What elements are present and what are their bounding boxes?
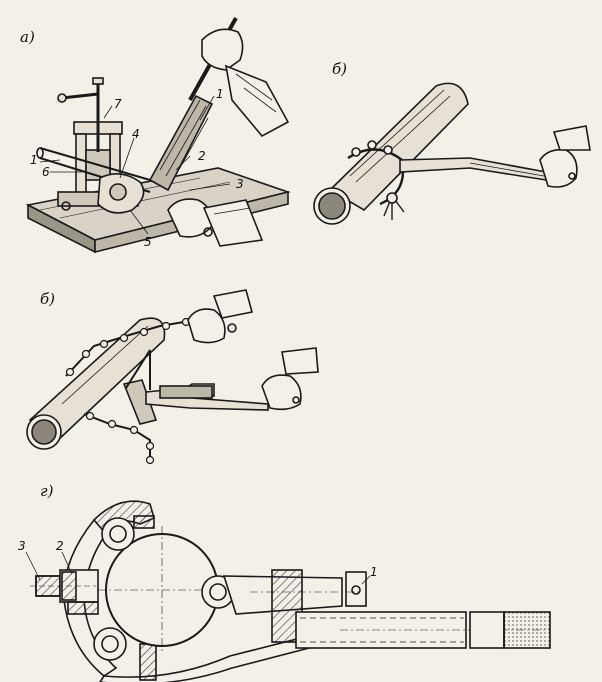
roller-top <box>101 517 135 551</box>
panel-label-b: б) <box>332 60 348 78</box>
callout-g-3: 3 <box>18 539 26 553</box>
callout-a-3: 3 <box>236 177 244 191</box>
callout-g-1: 1 <box>370 565 378 579</box>
hand-upper-a <box>201 28 290 138</box>
callout-g-2: 2 <box>56 539 64 553</box>
panel-g-drawing <box>25 500 551 682</box>
panel-b-illustration <box>313 82 591 225</box>
lever-v <box>145 383 269 411</box>
panel-g-leaders <box>25 551 371 585</box>
pipe-cutter <box>97 173 145 214</box>
panel-v-illustration <box>26 289 319 465</box>
pipe-v <box>26 317 166 450</box>
frame-v <box>122 349 158 425</box>
hand-b <box>539 125 591 188</box>
roller-bottom <box>93 627 127 661</box>
panel-label-a: а) <box>20 28 35 46</box>
arm-g <box>222 569 367 643</box>
callout-a-2: 2 <box>198 149 206 163</box>
hand-v-lower <box>261 347 319 411</box>
callout-a-6: 6 <box>42 165 50 179</box>
handle-tube-g <box>295 611 551 649</box>
callout-a-5: 5 <box>144 235 152 249</box>
callout-a-1-top: 1 <box>216 87 224 101</box>
callout-a-7: 7 <box>114 97 122 111</box>
panel-a-illustration <box>25 17 291 254</box>
panel-label-v: б) <box>40 290 56 308</box>
hand-lower-a <box>167 198 264 247</box>
lever-b <box>399 157 547 181</box>
screw-assembly-g <box>30 569 99 615</box>
panel-label-g: г) <box>40 482 54 500</box>
hand-v-upper <box>187 289 253 344</box>
pipe-b <box>313 82 469 225</box>
panel-a-leaders <box>39 95 231 235</box>
callout-a-4: 4 <box>132 127 140 141</box>
chain-clamp-b <box>347 140 405 220</box>
callout-a-1-left: 1 <box>30 153 38 167</box>
chain-v <box>65 317 197 465</box>
